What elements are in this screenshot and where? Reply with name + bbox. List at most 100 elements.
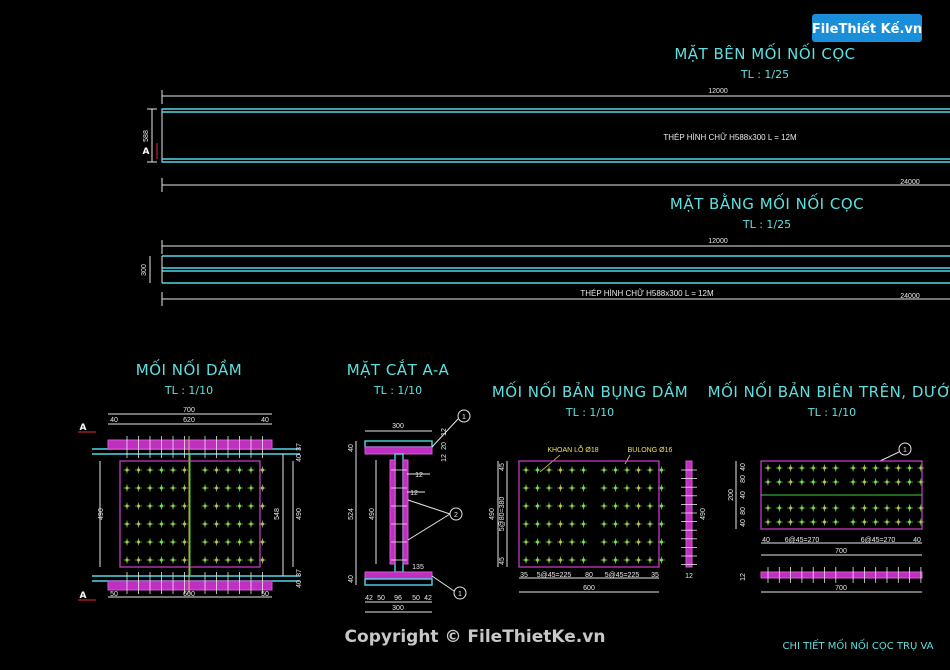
bolt-crosshair bbox=[860, 478, 868, 486]
section-aa: MẶT CẮT A-A TL : 1/10 300 12 20 12 12 12… bbox=[347, 358, 471, 613]
fp-dim-700b: 700 bbox=[835, 585, 847, 592]
bolt-crosshair bbox=[917, 464, 925, 472]
bolt-crosshair bbox=[568, 538, 576, 546]
flange-plate-scale: TL : 1/10 bbox=[807, 406, 856, 419]
bolt-crosshair bbox=[600, 466, 608, 474]
bj-dim-37b: 37 bbox=[296, 569, 303, 577]
bolt-crosshair bbox=[798, 478, 806, 486]
wp-bd-3: 5@45=225 bbox=[605, 572, 640, 579]
bolt-crosshair bbox=[860, 518, 868, 526]
bolt-crosshair bbox=[646, 502, 654, 510]
bolt-crosshair bbox=[534, 466, 541, 474]
bolt-crosshair bbox=[917, 478, 925, 486]
logo-text: FileThiết Kế.vn bbox=[812, 22, 922, 37]
bolt-crosshair bbox=[247, 502, 255, 510]
wp-bd-0: 35 bbox=[520, 572, 528, 579]
bolt-crosshair bbox=[821, 478, 828, 486]
wp-bd-4: 35 bbox=[651, 572, 659, 579]
bolt-crosshair bbox=[872, 518, 880, 526]
bolt-crosshair bbox=[213, 502, 220, 510]
bolt-crosshair bbox=[259, 502, 266, 510]
wp-dim-45b: 45 bbox=[499, 557, 506, 565]
bolt-crosshair bbox=[635, 484, 642, 492]
bolt-crosshair bbox=[821, 518, 828, 526]
beam-joint-title: MỐI NỐI DẦM bbox=[136, 358, 242, 379]
fp-bd-1: 6@45=270 bbox=[785, 537, 820, 544]
bolt-crosshair bbox=[635, 502, 642, 510]
bolt-crosshair bbox=[612, 556, 619, 564]
bolt-crosshair bbox=[259, 466, 266, 474]
bolt-crosshair bbox=[658, 466, 665, 474]
bj-dim-40d: 40 bbox=[296, 580, 303, 588]
bolt-crosshair bbox=[545, 484, 553, 492]
bolt-crosshair bbox=[557, 556, 564, 564]
bolt-crosshair bbox=[259, 556, 266, 564]
flange-plate-bolts bbox=[764, 464, 925, 526]
bolt-crosshair bbox=[623, 538, 631, 546]
wp-note-hole: KHOAN LỖ Ø18 bbox=[547, 445, 598, 454]
bolt-crosshair bbox=[169, 538, 177, 546]
bolt-crosshair bbox=[224, 556, 232, 564]
fp-ld-0: 40 bbox=[740, 463, 747, 471]
bolt-crosshair bbox=[146, 538, 154, 546]
saa-dim-12c: 12 bbox=[415, 472, 423, 479]
bj-dim-40b: 40 bbox=[261, 417, 269, 424]
side-dim-total: 24000 bbox=[900, 179, 920, 186]
bolt-crosshair bbox=[832, 518, 840, 526]
wp-dim-600: 600 bbox=[583, 585, 595, 592]
bolt-crosshair bbox=[236, 484, 243, 492]
wp-dim-12: 12 bbox=[685, 573, 693, 580]
bolt-crosshair bbox=[775, 504, 783, 512]
bj-dim-50a: 50 bbox=[110, 591, 118, 598]
bolt-crosshair bbox=[557, 520, 564, 528]
bolt-crosshair bbox=[236, 538, 243, 546]
bolt-crosshair bbox=[213, 484, 220, 492]
plan-label: THÉP HÌNH CHỮ H588x300 L = 12M bbox=[580, 289, 714, 298]
bolt-crosshair bbox=[646, 520, 654, 528]
bolt-crosshair bbox=[658, 520, 665, 528]
bolt-crosshair bbox=[775, 518, 783, 526]
bolt-crosshair bbox=[860, 464, 868, 472]
saa-dim-40b: 40 bbox=[348, 575, 355, 583]
bolt-crosshair bbox=[798, 464, 806, 472]
bolt-crosshair bbox=[158, 502, 165, 510]
bolt-crosshair bbox=[775, 478, 783, 486]
bolt-crosshair bbox=[135, 502, 142, 510]
saa-dim-490: 490 bbox=[369, 508, 376, 520]
saa-dim-300b: 300 bbox=[392, 605, 404, 612]
bolt-crosshair bbox=[123, 520, 131, 528]
bolt-crosshair bbox=[557, 538, 564, 546]
saa-dim-12d: 12 bbox=[410, 490, 418, 497]
bolt-crosshair bbox=[832, 464, 840, 472]
bolt-crosshair bbox=[821, 504, 828, 512]
fp-dim-700a: 700 bbox=[835, 548, 847, 555]
bolt-crosshair bbox=[860, 504, 868, 512]
bolt-crosshair bbox=[158, 556, 165, 564]
bolt-crosshair bbox=[135, 466, 142, 474]
saa-dim-20: 20 bbox=[441, 442, 448, 450]
bolt-crosshair bbox=[522, 484, 530, 492]
bolt-crosshair bbox=[146, 520, 154, 528]
bolt-crosshair bbox=[213, 466, 220, 474]
saa-dim-40a: 40 bbox=[348, 444, 355, 452]
bolt-crosshair bbox=[849, 478, 857, 486]
bolt-crosshair bbox=[580, 502, 587, 510]
section-aa-scale: TL : 1/10 bbox=[373, 384, 422, 397]
bolt-crosshair bbox=[169, 466, 177, 474]
beam-joint-flange-bolts bbox=[126, 436, 263, 594]
fp-bd-0: 40 bbox=[762, 537, 770, 544]
plan-view: MẶT BẰNG MỐI NỐI CỌC TL : 1/25 12000 300… bbox=[141, 192, 950, 306]
bolt-crosshair bbox=[259, 484, 266, 492]
bolt-crosshair bbox=[798, 504, 806, 512]
bj-mark-a2: A bbox=[80, 591, 87, 601]
bolt-crosshair bbox=[568, 484, 576, 492]
bolt-crosshair bbox=[522, 538, 530, 546]
bolt-crosshair bbox=[623, 556, 631, 564]
bolt-crosshair bbox=[872, 478, 880, 486]
side-section-mark: A bbox=[143, 147, 150, 157]
flange-plate: MỐI NỐI BẢN BIÊN TRÊN, DƯỚI TL : 1/10 1 … bbox=[708, 380, 950, 593]
bolt-crosshair bbox=[809, 504, 817, 512]
plan-view-title: MẶT BẰNG MỐI NỐI CỌC bbox=[670, 192, 864, 213]
bolt-crosshair bbox=[600, 556, 608, 564]
bolt-crosshair bbox=[580, 556, 587, 564]
